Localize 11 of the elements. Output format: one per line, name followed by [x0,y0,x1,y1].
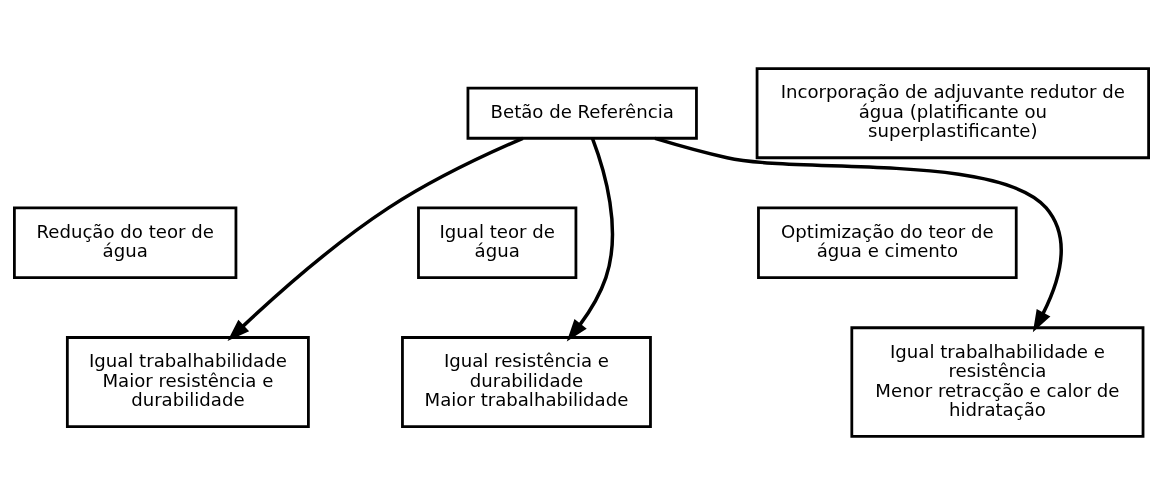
arrow [566,137,615,341]
node-box: Igual resistência e durabilidade Maior trabalhabilidade [401,335,652,428]
arrow [227,136,524,341]
node-box: Igual trabalhabilidade Maior resistência e durabilidade [65,335,310,428]
node-box: Incorporação de adjuvante redutor de água (platificante ou superplastificante) [755,66,1150,159]
node-box: Redução do teor de água [13,206,238,279]
node-box: Igual teor de água [417,206,578,279]
node-box: Igual trabalhabilidade e resistência Menor retracção e calor de hidratação [850,325,1145,438]
node-box: Betão de Referência [466,86,698,140]
arrow [654,136,1063,332]
node-box: Optimização do teor de água e cimento [757,206,1018,279]
